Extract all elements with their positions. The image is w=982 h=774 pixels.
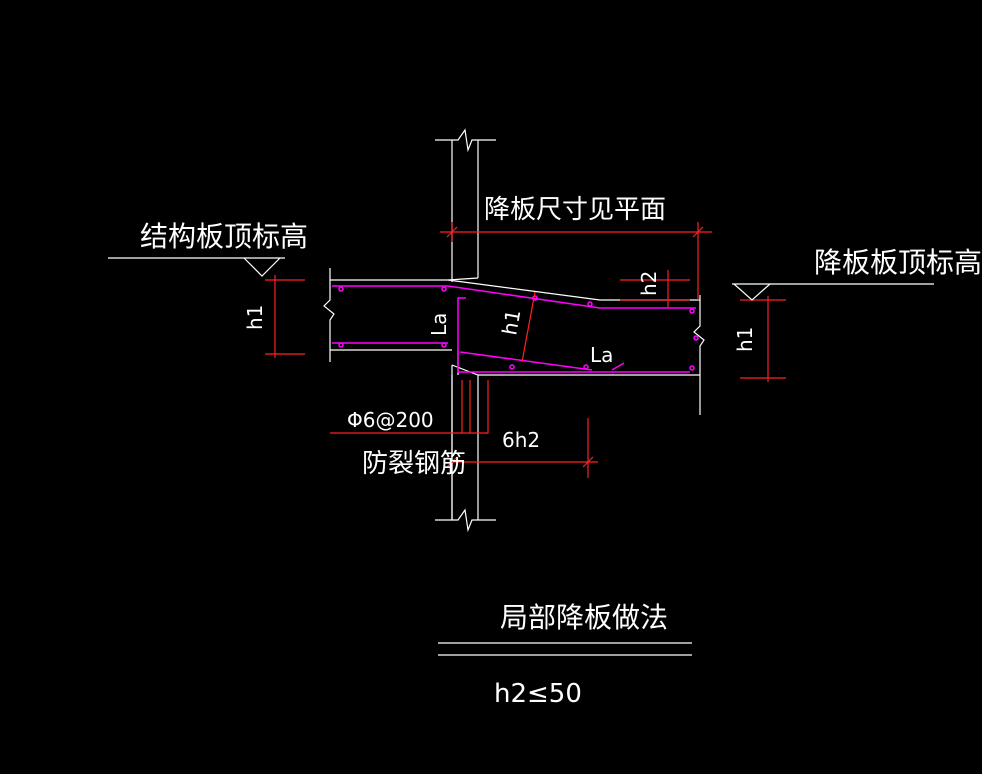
h1-right-label: h1	[733, 327, 757, 352]
h1-slope-label: h1	[497, 308, 525, 337]
la-vertical-label: La	[427, 313, 451, 336]
rebar	[332, 285, 699, 373]
six-h2-label: 6h2	[502, 428, 540, 452]
dimension-lines	[265, 222, 786, 478]
rebar-spec-label: Φ6@200	[347, 408, 434, 432]
dropped-slab-top-label: 降板板顶标高	[814, 246, 982, 279]
anti-crack-rebar-label: 防裂钢筋	[362, 449, 466, 479]
h1-left-label: h1	[243, 305, 267, 330]
structural-slab-top-label: 结构板顶标高	[140, 220, 308, 253]
h2-label: h2	[637, 271, 661, 296]
drawing-title: 局部降板做法	[500, 601, 668, 634]
drop-dimension-note: 降板尺寸见平面	[484, 195, 666, 225]
h2-note: h2≤50	[494, 679, 582, 709]
la-horizontal-label: La	[590, 343, 613, 367]
elevation-markers	[108, 257, 934, 301]
title-underline	[438, 642, 692, 656]
